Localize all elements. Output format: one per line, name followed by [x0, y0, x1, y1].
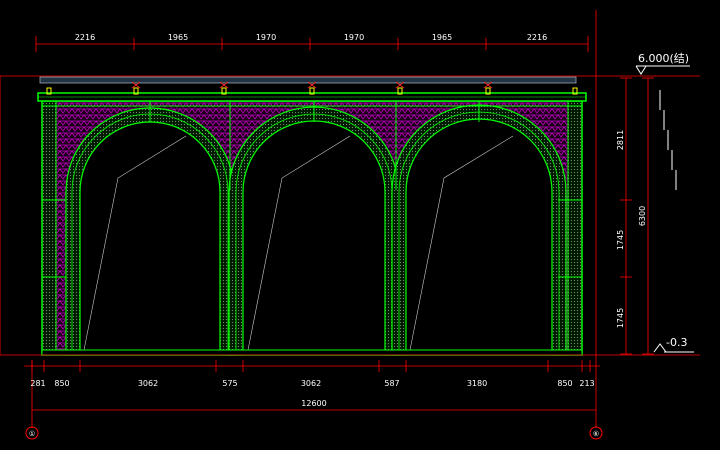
top-dim-3: 1970	[256, 33, 276, 42]
left-pier	[41, 100, 57, 356]
bottom-dim-1: 281	[30, 379, 45, 388]
bottom-dimensions: 281 850 3062 575 3062 587 3180 850 213 1…	[30, 379, 594, 408]
arch-opening-2	[243, 121, 385, 355]
top-dim-1: 2216	[75, 33, 95, 42]
top-dim-4: 1970	[344, 33, 364, 42]
bottom-dim-3: 3062	[138, 379, 158, 388]
bottom-dim-5: 3062	[301, 379, 321, 388]
level-bottom-label: -0.3	[666, 336, 687, 349]
top-dim-5: 1965	[432, 33, 452, 42]
bottom-dim-2: 850	[54, 379, 69, 388]
overall-width: 12600	[301, 399, 326, 408]
right-overall: 6300	[638, 206, 647, 226]
bottom-dim-9: 213	[579, 379, 594, 388]
arch-ring-3	[391, 104, 567, 356]
bottom-dim-6: 587	[384, 379, 399, 388]
axis-bubble-left	[25, 426, 39, 440]
right-dimensions: 2811 1745 1745 6300	[616, 130, 647, 328]
level-labels: 6.000(结) -0.3	[638, 52, 689, 349]
arch-opening-1	[80, 122, 220, 355]
top-dim-6: 2216	[527, 33, 547, 42]
right-dim-3: 1745	[616, 308, 625, 328]
cornice-cap	[39, 76, 577, 84]
right-pier	[567, 100, 583, 356]
level-markers	[635, 65, 694, 353]
column-markers	[46, 81, 578, 95]
bottom-dim-8: 850	[557, 379, 572, 388]
right-dim-2: 1745	[616, 230, 625, 250]
axis-bubbles: ① ⑥	[25, 426, 603, 440]
level-top-label: 6.000(结)	[638, 52, 689, 65]
right-dim-1: 2811	[616, 130, 625, 150]
grid-lines	[0, 10, 700, 428]
top-dim-2: 1965	[168, 33, 188, 42]
axis-label-right: ⑥	[593, 430, 599, 438]
axis-label-left: ①	[29, 430, 35, 438]
top-dimensions: 2216 1965 1970 1970 1965 2216	[75, 33, 547, 42]
bottom-dim-4: 575	[222, 379, 237, 388]
axis-bubble-right	[589, 426, 603, 440]
facade	[37, 76, 587, 356]
bottom-dim-7: 3180	[467, 379, 487, 388]
arch-opening-3	[406, 119, 552, 355]
